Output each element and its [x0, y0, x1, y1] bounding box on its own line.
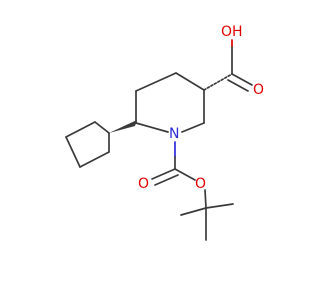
carboxyl-o-label: O — [253, 82, 264, 98]
piperidine-ring — [135, 72, 205, 133]
cyclobutyl-group — [65, 121, 110, 168]
oester-tbu-bond — [204, 189, 207, 209]
molecule-structure: OH O N O O — [65, 24, 264, 241]
carboxylic-acid-group: OH O — [203, 24, 264, 98]
carbamate-c-o-double-bond-1 — [151, 168, 176, 180]
cyclobutyl-bond-4 — [79, 151, 110, 168]
stereo-wedge-bond-cyclobutyl — [109, 120, 137, 133]
n-label: N — [169, 126, 179, 142]
ring-bond-c4-c5 — [175, 72, 205, 91]
ring-bond-n-c2 — [135, 122, 169, 133]
ring-bond-c6-n — [181, 122, 205, 133]
stereo-hash-bond-carboxyl — [203, 73, 233, 91]
carboxyl-c-o-double-bond-2 — [227, 79, 249, 92]
oh-label: OH — [221, 24, 243, 40]
cyclobutyl-bond-2 — [65, 121, 96, 138]
tbu-methyl-bond-1 — [180, 207, 207, 216]
structure-canvas: OH O N O O — [65, 24, 264, 241]
carboxyl-c-o-double-bond-1 — [231, 73, 253, 86]
boc-group: O O — [138, 141, 234, 241]
carbamate-c-oester-bond — [174, 168, 196, 181]
ring-bond-c3-c4 — [135, 72, 177, 92]
cyclobutyl-bond-3 — [65, 136, 81, 168]
tbu-methyl-bond-3 — [205, 203, 234, 209]
carbamate-c-o-double-bond-2 — [154, 174, 179, 186]
carbamate-carbonyl-o-label: O — [138, 176, 149, 192]
cyclobutyl-bond-1 — [94, 121, 110, 134]
carbamate-ester-o-label: O — [195, 176, 206, 192]
